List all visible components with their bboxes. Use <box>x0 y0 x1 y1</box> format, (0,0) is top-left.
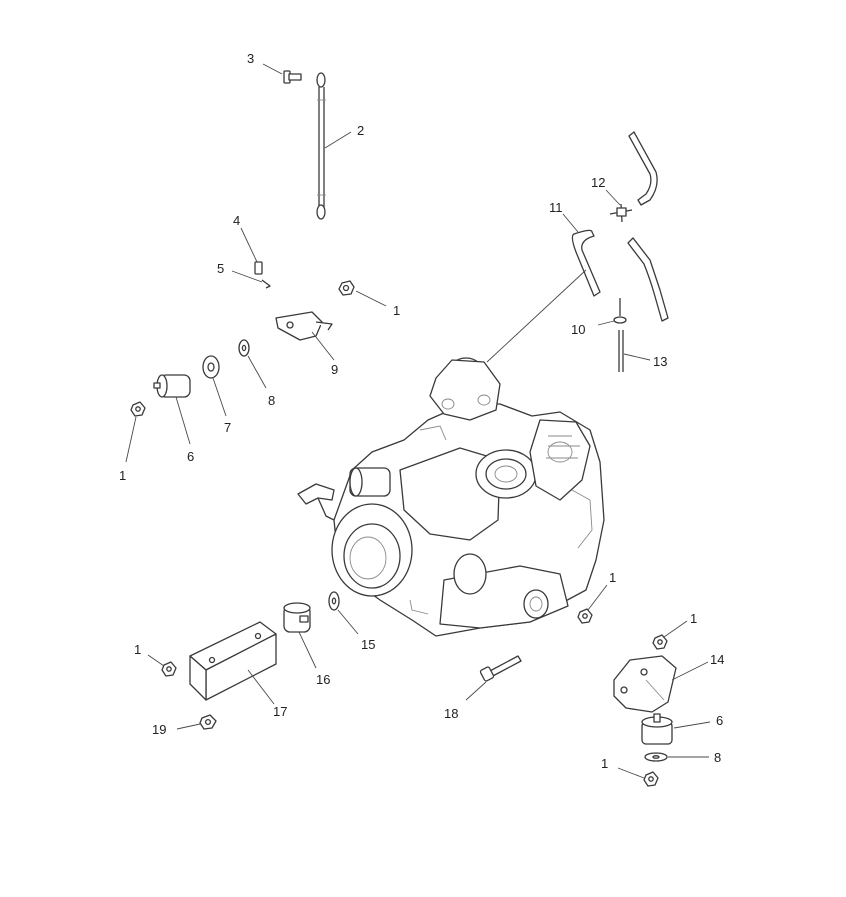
part-4-stud <box>254 261 263 275</box>
part-8-washer-right <box>644 752 668 762</box>
part-7-thick-washer <box>202 355 220 379</box>
callout-1: 1 <box>601 756 608 771</box>
callout-16: 16 <box>316 672 330 687</box>
callout-1: 1 <box>119 468 126 483</box>
callout-10: 10 <box>571 322 585 337</box>
callout-3: 3 <box>247 51 254 66</box>
part-1-nut-mid-right <box>577 608 593 624</box>
part-15-washer <box>328 591 340 611</box>
part-9-bracket <box>275 311 333 341</box>
callout-11: 11 <box>549 200 563 215</box>
part-1-nut-lower-left <box>161 661 177 677</box>
part-11-hose <box>571 229 601 297</box>
callout-14: 14 <box>710 652 724 667</box>
part-6-rubber-mount-right <box>641 713 673 745</box>
callout-15: 15 <box>361 637 375 652</box>
callout-18: 18 <box>444 706 458 721</box>
engine-assembly <box>297 357 605 637</box>
callout-8: 8 <box>714 750 721 765</box>
callout-8: 8 <box>268 393 275 408</box>
callout-6: 6 <box>716 713 723 728</box>
part-10-vent-fitting <box>613 298 627 324</box>
part-5-clip <box>261 279 271 289</box>
part-17-angle-plate <box>189 621 277 701</box>
carburetor <box>429 357 501 421</box>
part-1-nut-upper <box>338 280 355 296</box>
part-8-washer-upper <box>238 339 250 357</box>
upper-hose <box>628 131 658 206</box>
part-1-nut-bottom-right <box>643 771 659 787</box>
callout-labels: 3 2 4 5 1 9 8 7 6 1 11 12 10 13 1 1 14 6… <box>119 51 724 771</box>
callout-1: 1 <box>690 611 697 626</box>
callout-9: 9 <box>331 362 338 377</box>
part-1-nut-left <box>130 401 146 417</box>
part-13-vent-tube <box>618 330 624 372</box>
part-12-hose-tee <box>609 203 633 223</box>
flywheel-cover <box>331 503 413 597</box>
part-6-rubber-mount-left <box>153 374 191 398</box>
callout-4: 4 <box>233 213 240 228</box>
callout-1: 1 <box>393 303 400 318</box>
part-16-rubber-mount <box>283 602 311 633</box>
callout-5: 5 <box>217 261 224 276</box>
callout-6: 6 <box>187 449 194 464</box>
callout-2: 2 <box>357 123 364 138</box>
callout-1: 1 <box>134 642 141 657</box>
callout-13: 13 <box>653 354 667 369</box>
part-14-mount-bracket <box>613 655 677 713</box>
callout-19: 19 <box>152 722 166 737</box>
callout-7: 7 <box>224 420 231 435</box>
callout-1: 1 <box>609 570 616 585</box>
part-2-rod <box>316 72 326 220</box>
lower-hose <box>627 237 669 322</box>
part-19-nut <box>199 714 217 730</box>
part-18-long-bolt <box>479 655 522 682</box>
callout-17: 17 <box>273 704 287 719</box>
part-1-nut-right <box>652 634 668 650</box>
part-3-bolt <box>283 70 302 84</box>
callout-12: 12 <box>591 175 605 190</box>
